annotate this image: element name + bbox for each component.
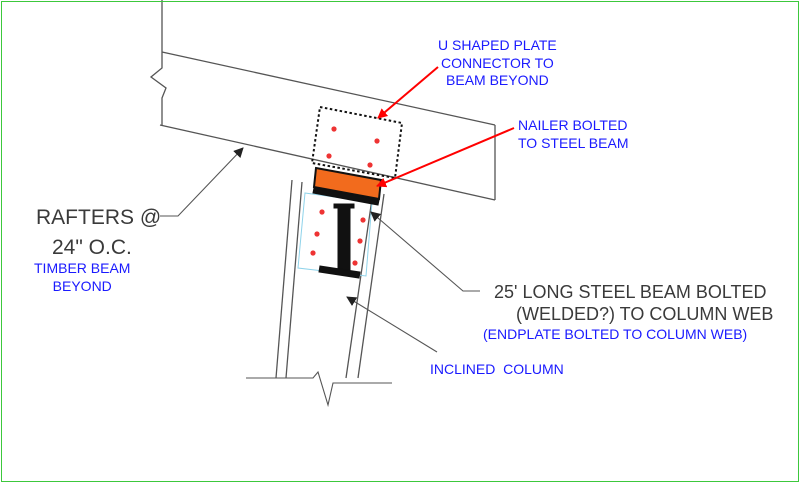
timber-beam-label-line-1: TIMBER BEAM — [34, 260, 131, 276]
steel-i-beam — [312, 187, 380, 279]
timber-beam-label: TIMBER BEAM BEYOND — [34, 260, 130, 295]
nailer-label-line-2: TO STEEL BEAM — [518, 134, 629, 151]
nailer — [312, 166, 383, 201]
steel-beam-label: 25' LONG STEEL BEAM BOLTED (WELDED?) TO … — [494, 281, 773, 325]
nailer-label-line-1: NAILER BOLTED — [518, 117, 628, 133]
bolt-dots — [310, 126, 380, 266]
u-plate-label-line-2: CONNECTOR TO — [440, 54, 554, 71]
nailer-leader-arrow — [376, 127, 515, 188]
endplate-label: (ENDPLATE BOLTED TO COLUMN WEB) — [483, 326, 748, 342]
rafters-leader — [160, 147, 244, 217]
inclined-column-leader — [346, 296, 438, 353]
steel-beam-label-line-1: 25' LONG STEEL BEAM BOLTED — [494, 282, 767, 302]
steel-beam-leader — [370, 211, 480, 292]
timber-beam — [149, 0, 496, 201]
rafters-label: RAFTERS @ 24" O.C. — [36, 203, 161, 263]
rafters-label-line-1: RAFTERS @ — [36, 206, 162, 229]
u-plate-label-line-3: BEAM BEYOND — [446, 72, 549, 88]
inclined-column — [246, 179, 392, 408]
inclined-column-label: INCLINED COLUMN — [430, 361, 564, 377]
steel-beam-label-line-2: (WELDED?) TO COLUMN WEB — [516, 304, 774, 324]
u-plate-leader-arrow — [377, 66, 439, 119]
column-break-line — [246, 370, 392, 408]
rafters-label-line-2: 24" O.C. — [52, 236, 132, 259]
u-plate-label: U SHAPED PLATE CONNECTOR TO BEAM BEYOND — [438, 37, 557, 90]
u-plate-connector — [310, 105, 404, 180]
timber-beam-label-line-2: BEYOND — [52, 277, 112, 294]
u-plate-label-line-1: U SHAPED PLATE — [438, 37, 557, 53]
nailer-label: NAILER BOLTED TO STEEL BEAM — [518, 117, 628, 152]
